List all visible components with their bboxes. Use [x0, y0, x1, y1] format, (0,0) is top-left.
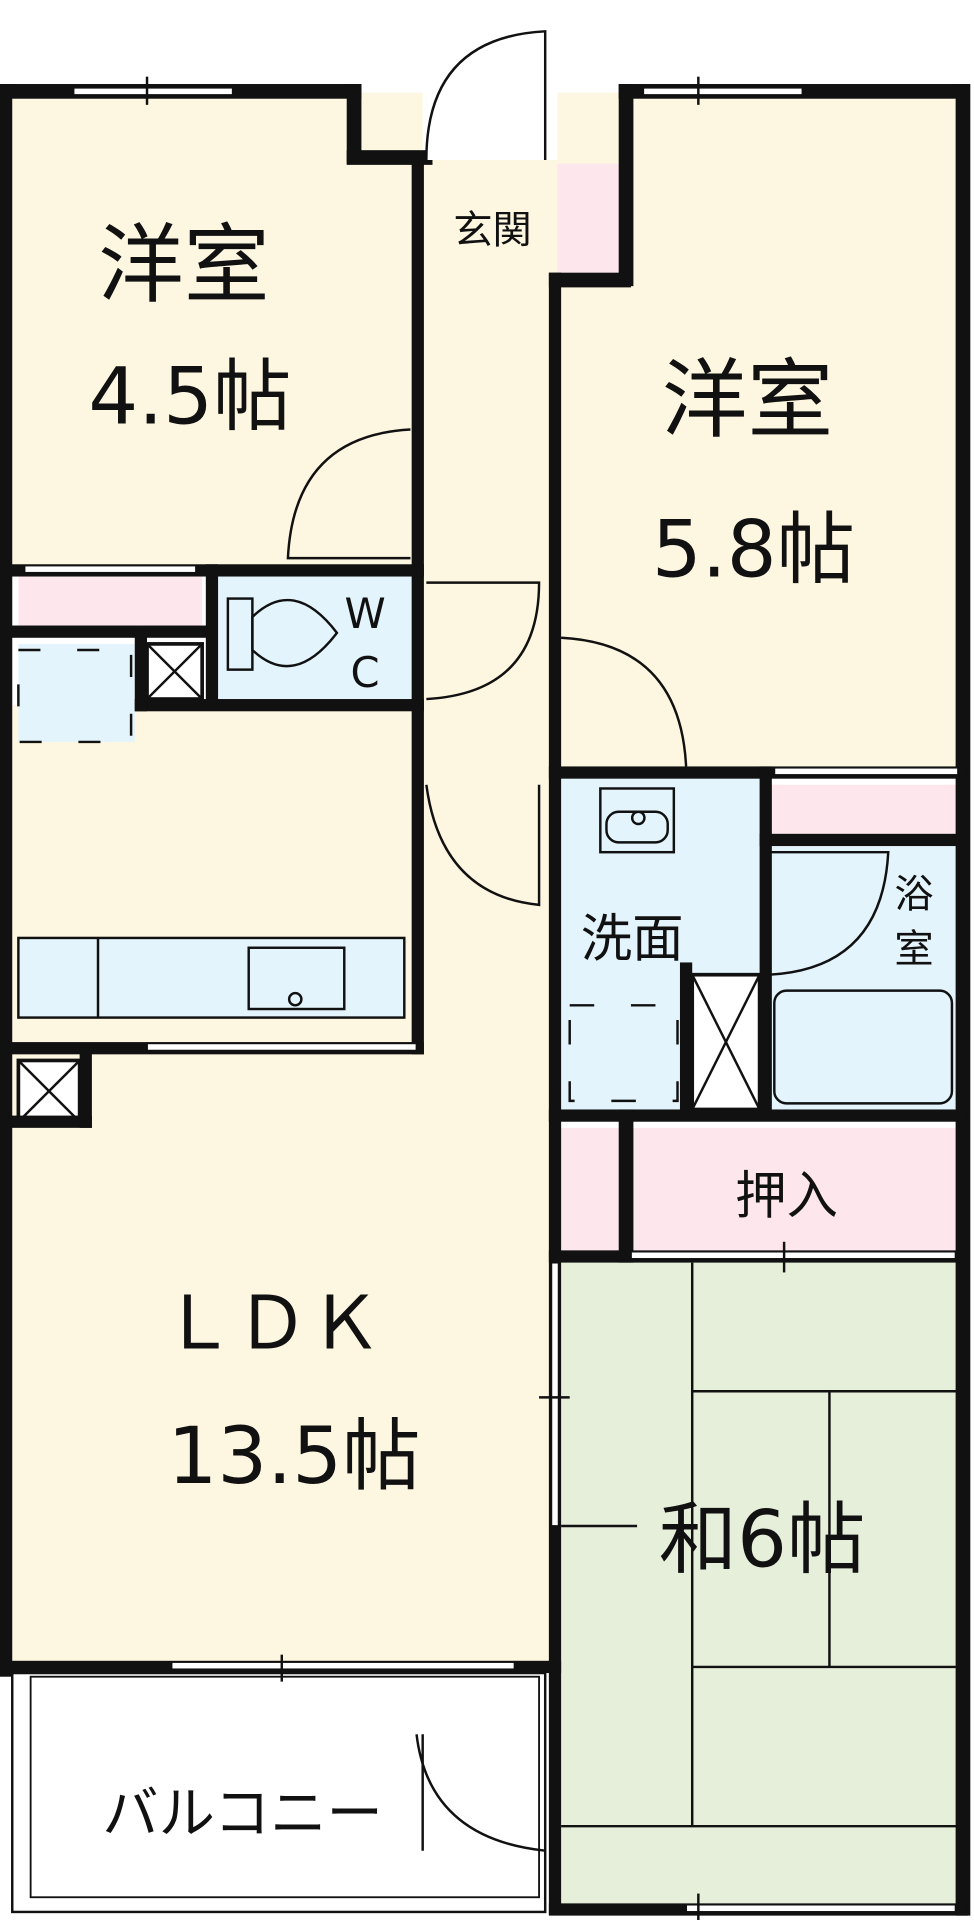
room-western-b-size: 5.8帖	[652, 505, 855, 596]
wc-label-w: W	[345, 589, 386, 638]
washer-space	[18, 643, 135, 742]
bath-label-1: 浴	[894, 872, 933, 917]
room-western-a	[12, 92, 423, 571]
washbasin	[599, 787, 676, 854]
ldk-label: ＬＤＫ	[162, 1281, 383, 1366]
room-wc	[214, 576, 417, 700]
closet-western-a	[18, 576, 203, 626]
closet-oshiire	[630, 1127, 960, 1251]
bath-label-2: 室	[894, 927, 933, 972]
washer-space-2	[568, 1004, 679, 1103]
tatami-lines	[561, 1262, 960, 1828]
room-western-a-name: 洋室	[98, 216, 270, 316]
wc-label-c: C	[351, 648, 380, 697]
washroom-label: 洗面	[581, 909, 684, 969]
toilet-icon	[226, 597, 339, 671]
kitchen-counter	[17, 936, 406, 1019]
walls	[0, 84, 971, 1916]
bathtub	[773, 989, 954, 1105]
room-japanese	[561, 1262, 960, 1906]
windows	[23, 76, 959, 1920]
corridor	[422, 282, 552, 773]
room-ldk	[12, 705, 552, 1674]
room-western-a-size: 4.5帖	[88, 351, 291, 442]
room-western-b-name: 洋室	[662, 351, 834, 451]
entrance-label: 玄関	[453, 208, 531, 253]
doors	[286, 30, 890, 1852]
ldk-size: 13.5帖	[168, 1411, 421, 1502]
japanese-room-label: 和6帖	[659, 1494, 866, 1585]
pipe-shaft-icon	[16, 642, 762, 1124]
balcony-label: バルコニー	[102, 1781, 383, 1846]
closet-western-b	[769, 784, 960, 834]
kitchen-sink	[247, 946, 346, 1011]
balcony	[11, 1671, 547, 1914]
entrance	[422, 159, 558, 283]
closet-label: 押入	[735, 1167, 838, 1227]
shoe-cabinet	[557, 163, 622, 283]
room-bath	[769, 846, 960, 1110]
